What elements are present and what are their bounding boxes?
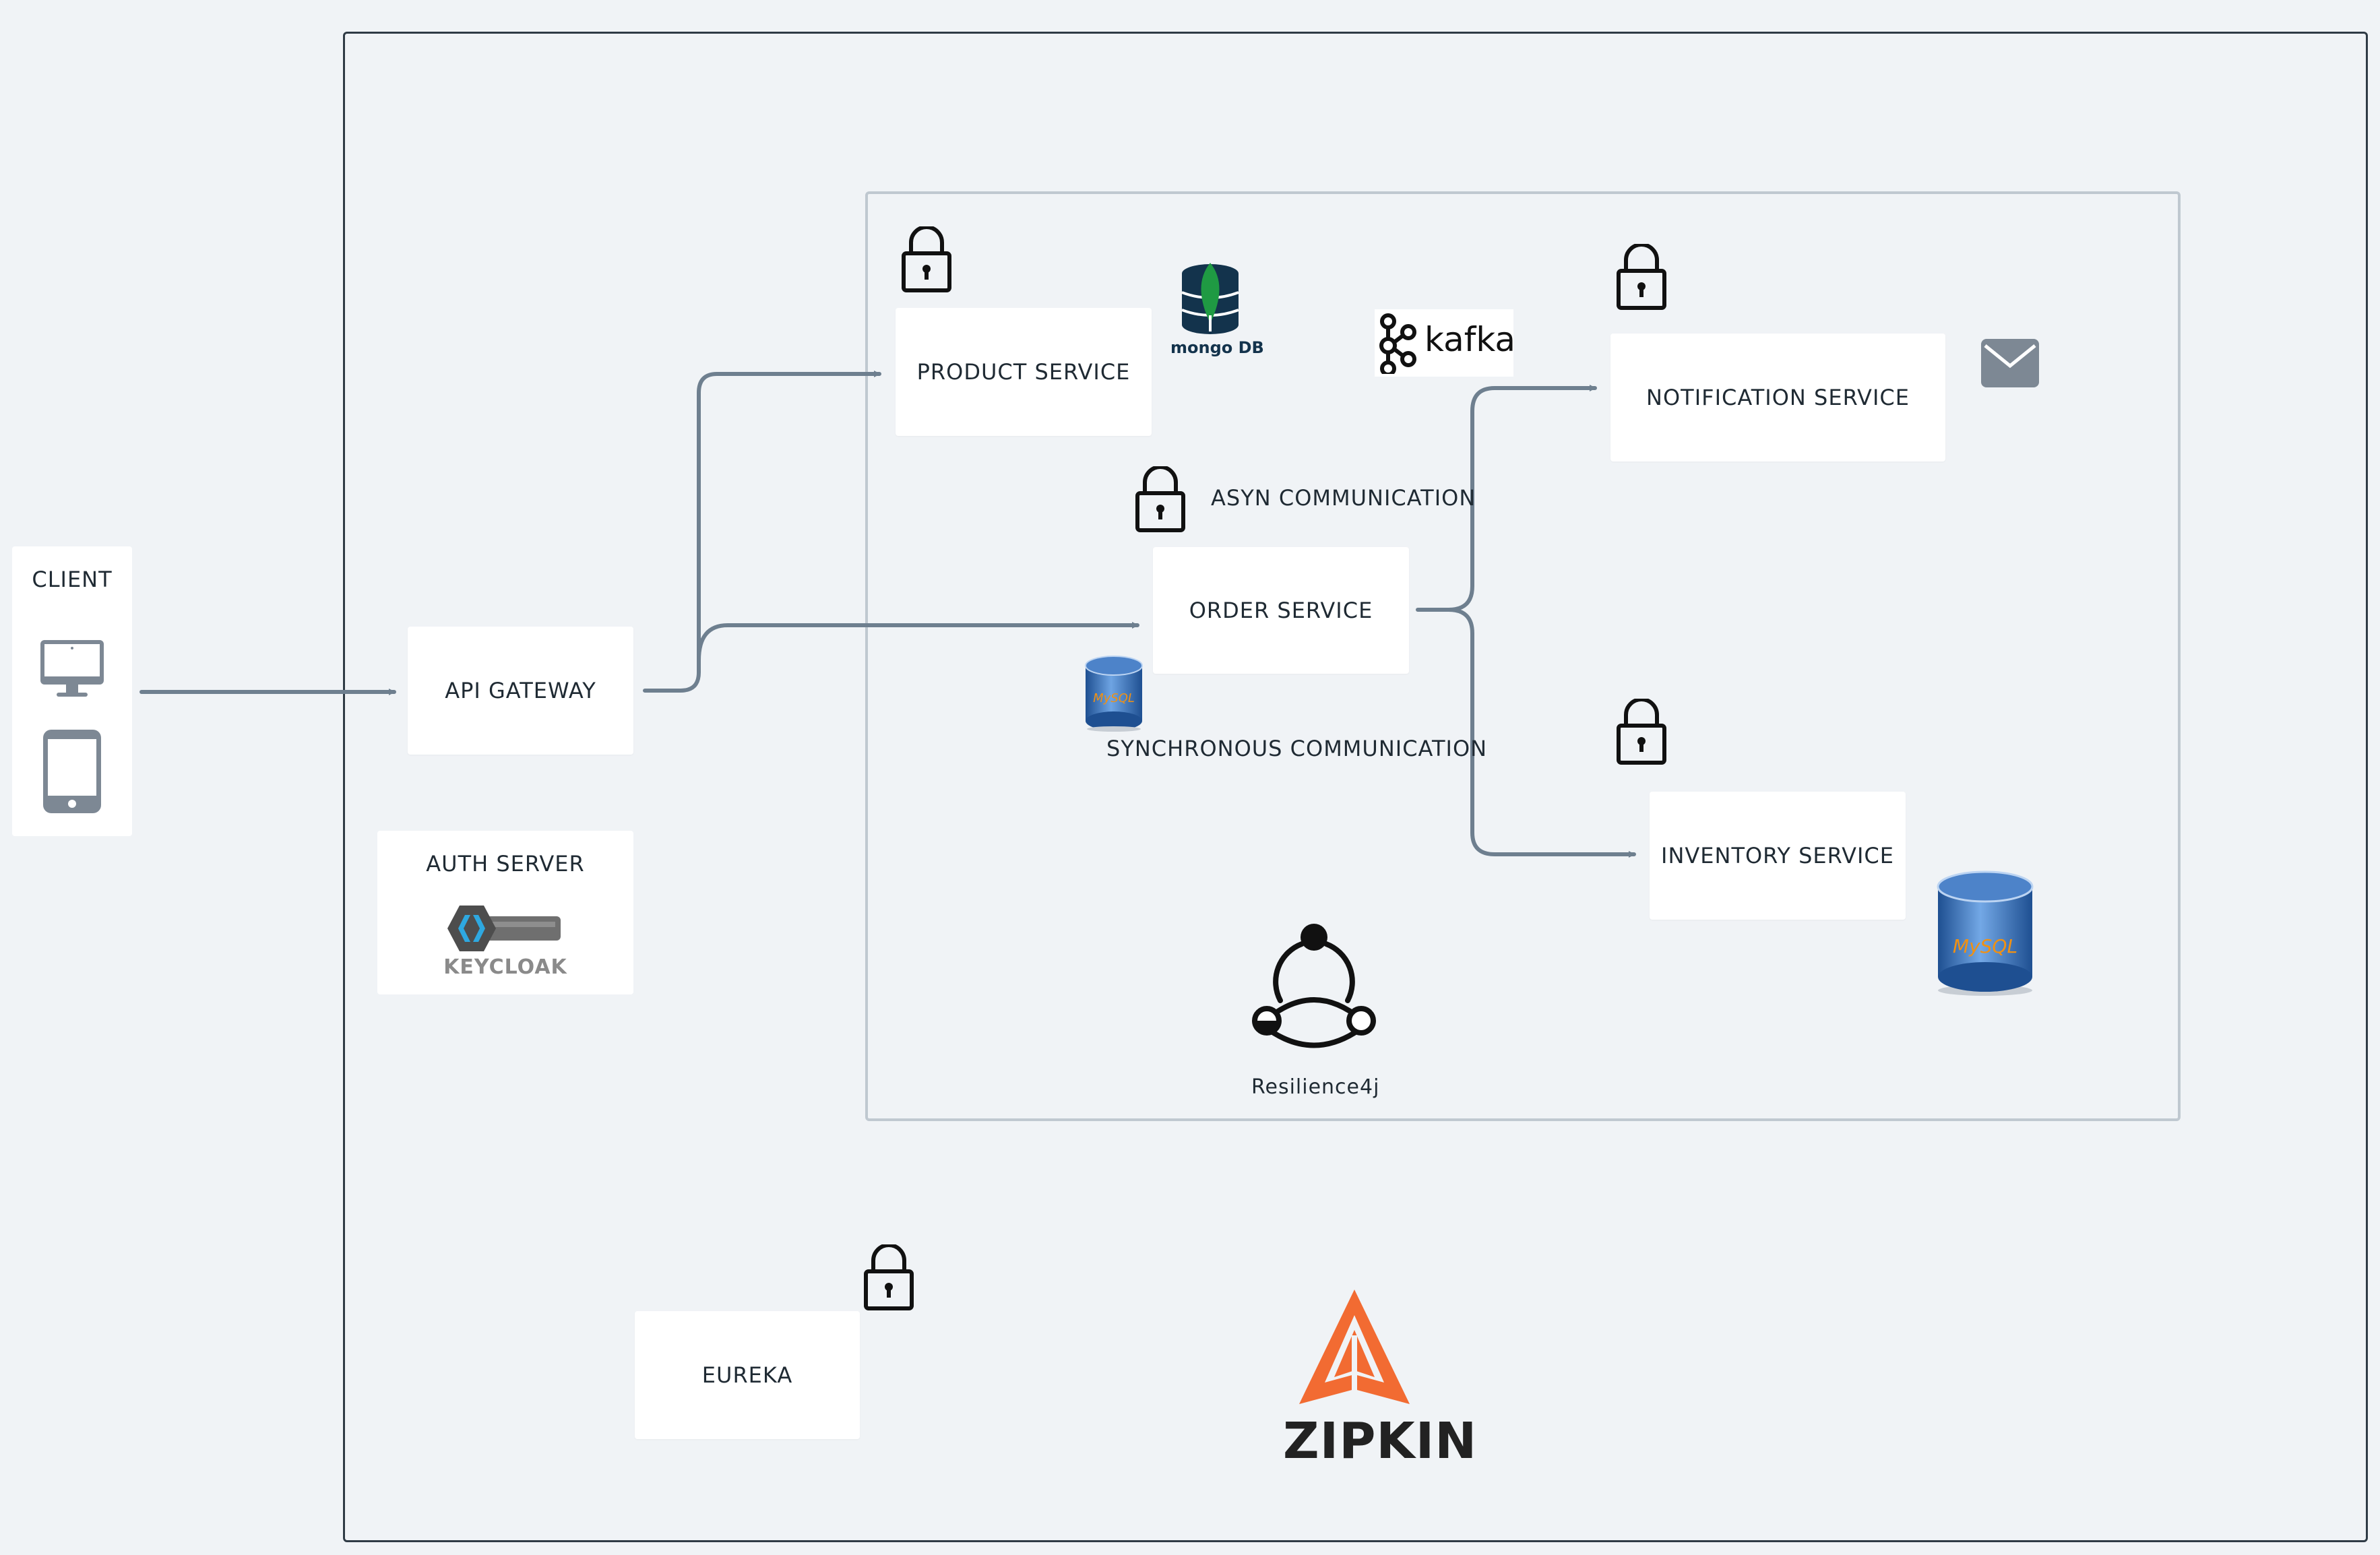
gateway-to-order-arrow — [697, 622, 1139, 662]
auth-server-label: AUTH SERVER — [426, 851, 585, 877]
product-service-label: PRODUCT SERVICE — [916, 359, 1131, 385]
kafka-wordmark: kafka — [1424, 320, 1516, 359]
mongodb-wordmark: mongo DB — [1170, 338, 1264, 357]
api-gateway-box: API GATEWAY — [408, 627, 633, 755]
lock-icon — [1617, 244, 1666, 310]
eureka-box: EUREKA — [635, 1311, 860, 1439]
svg-text:MySQL: MySQL — [1093, 691, 1135, 705]
mysql-icon: MySQL — [1937, 870, 2034, 996]
zipkin-wordmark: ZIPKIN — [1283, 1412, 1478, 1470]
keycloak-wordmark: KEYCLOAK — [443, 955, 567, 979]
resilience4j-label: Resilience4j — [1251, 1075, 1380, 1099]
services-boundary — [865, 191, 2181, 1121]
kafka-logo: kafka — [1375, 309, 1516, 377]
auth-server-box: AUTH SERVER KEYCLOAK — [377, 831, 633, 994]
zipkin-icon — [1299, 1290, 1410, 1404]
notification-service-label: NOTIFICATION SERVICE — [1646, 385, 1910, 410]
svg-text:MySQL: MySQL — [1953, 935, 2017, 957]
lock-icon — [1617, 699, 1666, 765]
sync-communication-label: SYNCHRONOUS COMMUNICATION — [1106, 736, 1488, 761]
mail-icon — [1981, 339, 2039, 387]
eureka-label: EUREKA — [701, 1362, 793, 1388]
lock-icon — [1135, 466, 1185, 532]
lock-icon — [864, 1244, 914, 1310]
tablet-icon — [43, 730, 101, 813]
keycloak-icon — [447, 906, 561, 951]
notification-service-box: NOTIFICATION SERVICE — [1610, 334, 1945, 462]
resilience4j-icon — [1252, 924, 1376, 1048]
order-service-label: ORDER SERVICE — [1189, 598, 1373, 623]
api-gateway-label: API GATEWAY — [445, 678, 596, 703]
inventory-service-box: INVENTORY SERVICE — [1650, 792, 1906, 920]
kafka-icon — [1379, 313, 1416, 374]
mongodb-icon — [1181, 263, 1239, 334]
inventory-service-label: INVENTORY SERVICE — [1661, 843, 1894, 868]
lock-icon — [902, 226, 951, 292]
order-to-notification-arrow — [1416, 385, 1597, 612]
monitor-icon — [40, 640, 104, 697]
product-service-box: PRODUCT SERVICE — [896, 308, 1152, 436]
mysql-icon: MySQL — [1085, 656, 1143, 732]
client-panel: CLIENT — [12, 546, 132, 836]
order-to-inventory-arrow — [1447, 608, 1636, 858]
order-service-box: ORDER SERVICE — [1153, 547, 1409, 674]
system-boundary — [343, 32, 2368, 1542]
client-title: CLIENT — [32, 567, 113, 592]
async-communication-label: ASYN COMMUNICATION — [1211, 485, 1476, 511]
gateway-to-product-arrow — [643, 371, 881, 693]
